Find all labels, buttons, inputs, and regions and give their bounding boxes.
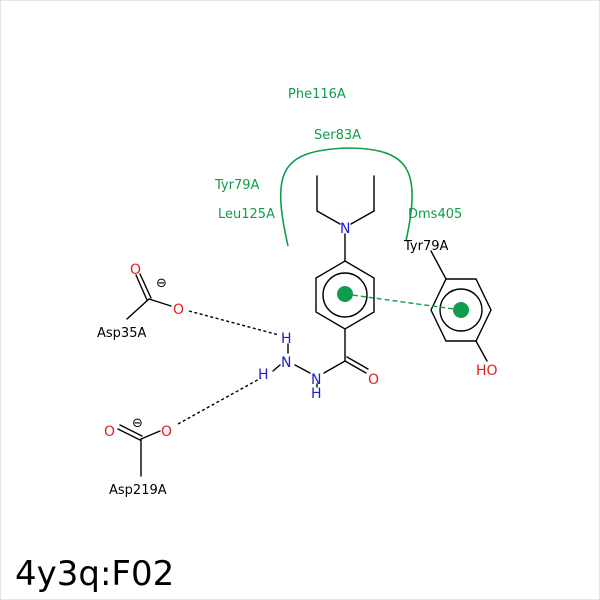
- atom-label-hydrazide-n1: N: [311, 372, 321, 388]
- residue-label-phe116: Phe116A: [288, 87, 346, 102]
- hbond-asp219: [177, 377, 262, 425]
- hbond-asp35: [188, 310, 280, 336]
- atom-label-h-top: H: [281, 331, 292, 347]
- bond-asp35-c-o-1: [135, 274, 148, 301]
- bond-tyr-oh: [475, 340, 488, 362]
- atom-label-carbonyl-o: O: [368, 372, 379, 388]
- bond-asp35-c-o-minus: [148, 298, 172, 307]
- atom-label-h-left: H: [258, 367, 269, 383]
- bond-n-n: [294, 364, 311, 374]
- charge-asp35: ⊖: [156, 276, 167, 291]
- residue-label-leu125: Leu125A: [218, 207, 275, 222]
- atom-label-asp35-o: O: [130, 262, 141, 278]
- bond-asp35-c-side: [126, 298, 150, 320]
- bond-asp219-c-o-2: [119, 424, 143, 437]
- atom-label-asp35-o-minus: O: [173, 302, 184, 318]
- benzene-ring-main-aromatic: [322, 272, 368, 318]
- pi-stacking-line: [344, 293, 462, 311]
- aromatic-centroid-tyr79: [453, 302, 469, 318]
- charge-asp219: ⊖: [132, 416, 143, 431]
- residue-label-ser83: Ser83A: [314, 128, 361, 143]
- atom-label-tyr-hydroxyl: HO: [476, 363, 498, 379]
- bond-asp219-c-o-1: [117, 428, 141, 441]
- bond-c-n: [323, 360, 346, 374]
- bond-n-h-left: [272, 364, 281, 372]
- atom-label-asp219-o-left: O: [104, 424, 115, 440]
- bond-tyr-sidechain: [430, 250, 447, 280]
- bond-c-o-2: [346, 356, 369, 370]
- hydrophobic-contact-arc: [279, 147, 413, 247]
- residue-label-asp219: Asp219A: [109, 483, 167, 498]
- bond-ethyl2-b: [350, 210, 375, 225]
- residue-label-dms405: Dms405: [408, 207, 462, 222]
- bond-asp219-c-o-right: [140, 430, 161, 440]
- atom-label-asp219-o-right: O: [161, 424, 172, 440]
- residue-label-tyr79: Tyr79A: [403, 239, 448, 254]
- tyr79-ring-aromatic: [439, 288, 483, 332]
- atom-label-h-bottom: H: [311, 386, 322, 402]
- bond-c-o-1: [344, 360, 367, 374]
- structure-id-title: 4y3q:F02: [15, 554, 174, 594]
- residue-label-asp35: Asp35A: [97, 326, 146, 341]
- bond-ethyl1-b: [316, 210, 341, 225]
- atom-label-hydrazide-n2: N: [281, 355, 291, 371]
- bond-asp35-c-o-2: [139, 273, 152, 299]
- residue-label-tyr79-hydrophobic: Tyr79A: [214, 178, 259, 193]
- atom-label-amine-n: N: [340, 221, 350, 237]
